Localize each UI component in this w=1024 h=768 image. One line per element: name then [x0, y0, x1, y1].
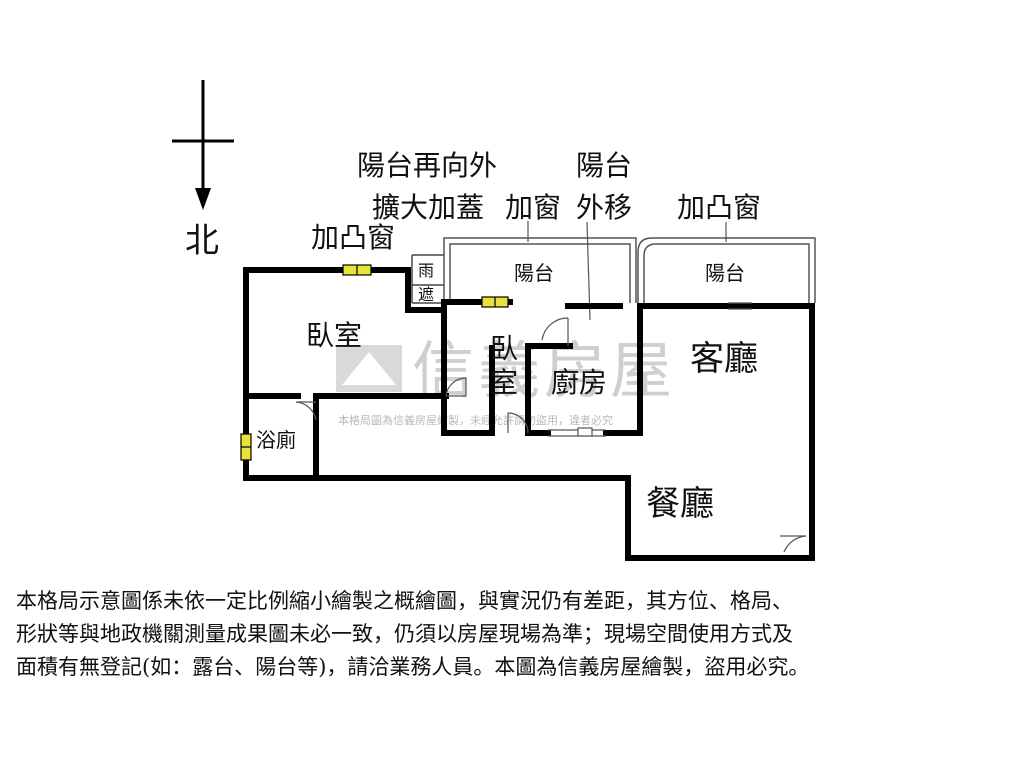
entrance-door-icon — [780, 535, 807, 553]
room-bedroom-small-2: 室 — [490, 366, 518, 399]
floor-plan: 信義房屋 本格局圖為信義房屋繪製，未經允許請勿盜用，違者必究 北 — [172, 80, 816, 561]
kitchen-door-icon — [541, 317, 569, 346]
note-balcony-extend-2: 擴大加蓋 — [372, 191, 484, 224]
windows — [240, 264, 509, 461]
disclaimer-line-3: 面積有無登記(如：露台、陽台等)，請洽業務人員。本圖為信義房屋繪製，盜用必究。 — [16, 655, 810, 679]
canopy-label-1: 雨 — [418, 261, 434, 280]
note-add-window: 加窗 — [505, 191, 561, 224]
room-dining: 餐廳 — [646, 484, 714, 524]
kitchen-opening-icon — [548, 429, 606, 437]
disclaimer-line-2: 形狀等與地政機關測量成果圖未必一致，仍須以房屋現場為準；現場空間使用方式及 — [16, 622, 793, 646]
doors — [295, 302, 807, 553]
north-label: 北 — [185, 221, 219, 261]
canopy-label-2: 遮 — [418, 285, 434, 304]
compass — [172, 80, 234, 210]
note-bay-window-left: 加凸窗 — [311, 221, 395, 254]
disclaimer: 本格局示意圖係未依一定比例縮小繪製之概繪圖，與實況仍有差距，其方位、格局、 形狀… — [16, 585, 1016, 684]
living-room-window-icon — [728, 302, 752, 310]
note-balcony-move-2: 外移 — [576, 191, 632, 224]
walls — [243, 267, 815, 561]
balcony-outline — [411, 237, 816, 304]
room-balcony-right: 陽台 — [705, 261, 745, 285]
bathroom-door-icon — [295, 401, 317, 421]
small-bedroom-door-icon — [507, 412, 529, 434]
room-bedroom-small-1: 臥 — [490, 332, 518, 365]
watermark-logo — [336, 345, 402, 392]
north-arrow-icon — [195, 188, 211, 210]
watermark-notice: 本格局圖為信義房屋繪製，未經允許請勿盜用，違者必究 — [338, 413, 613, 427]
room-labels: 臥室 臥 室 廚房 客廳 餐廳 浴廁 陽台 陽台 雨 遮 — [256, 261, 758, 524]
room-bedroom-main: 臥室 — [306, 319, 362, 352]
annotations: 加凸窗 陽台再向外 擴大加蓋 加窗 陽台 外移 加凸窗 — [311, 149, 761, 254]
note-balcony-move-1: 陽台 — [576, 149, 632, 182]
note-bay-window-right: 加凸窗 — [677, 191, 761, 224]
disclaimer-line-1: 本格局示意圖係未依一定比例縮小繪製之概繪圖，與實況仍有差距，其方位、格局、 — [16, 589, 793, 613]
room-kitchen: 廚房 — [551, 366, 607, 399]
room-living: 客廳 — [690, 339, 758, 379]
room-bathroom: 浴廁 — [256, 428, 296, 452]
note-balcony-extend-1: 陽台再向外 — [357, 149, 497, 182]
bedroom-door-icon — [445, 377, 467, 397]
room-balcony-left: 陽台 — [514, 261, 554, 285]
